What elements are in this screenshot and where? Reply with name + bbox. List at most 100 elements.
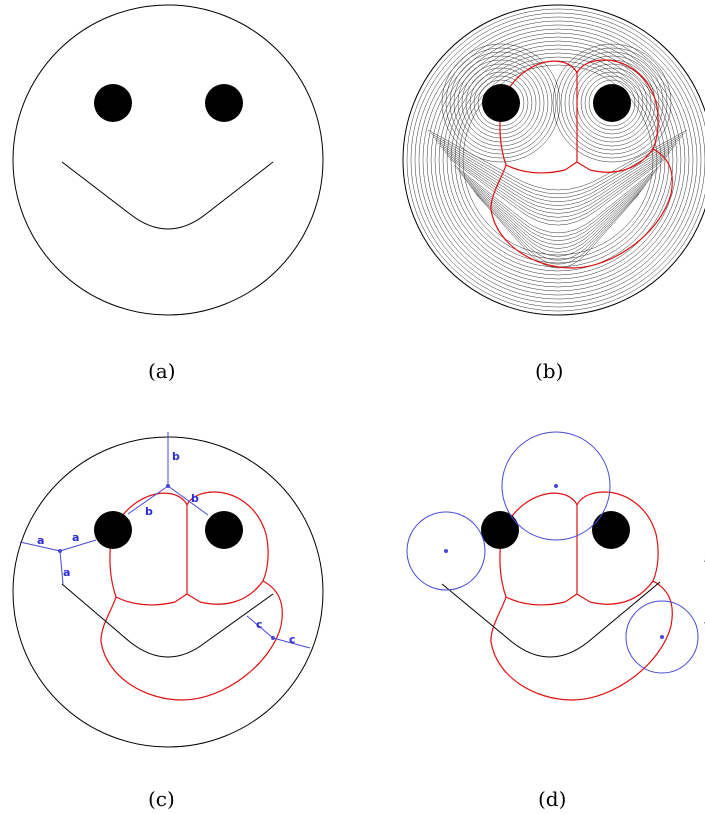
eye-contour bbox=[568, 59, 656, 147]
right-eye bbox=[593, 84, 631, 122]
eye-contour bbox=[552, 43, 672, 163]
panel-a: (a) bbox=[12, 4, 324, 383]
smile-contour-upper bbox=[432, 136, 683, 199]
smile-contour-lower bbox=[463, 177, 652, 249]
smile-contour-upper bbox=[427, 129, 688, 191]
right-eye bbox=[205, 84, 243, 122]
outer-contour bbox=[430, 32, 686, 288]
caption-b: (b) bbox=[535, 359, 563, 383]
maximal-disk-left bbox=[406, 511, 486, 591]
eye-contour bbox=[473, 75, 529, 131]
outer-contour bbox=[418, 20, 698, 300]
outer-contour bbox=[414, 16, 702, 304]
eye-contour bbox=[453, 55, 549, 151]
eye-contour bbox=[445, 47, 557, 159]
left-eye bbox=[482, 84, 520, 122]
label-b-top: b bbox=[172, 450, 180, 463]
smile-contour-upper bbox=[444, 152, 671, 218]
b-line-left bbox=[127, 485, 169, 515]
caption-c: (c) bbox=[148, 787, 175, 811]
segment-labels: b b b a a a c c bbox=[37, 450, 296, 646]
smile-contour-lower bbox=[466, 181, 649, 253]
medial-axis-branches bbox=[115, 504, 264, 606]
smile-curve bbox=[441, 581, 661, 658]
point-a bbox=[58, 549, 62, 553]
eye-contour bbox=[556, 47, 668, 159]
medial-axis-branches bbox=[505, 504, 654, 606]
outer-contour bbox=[426, 28, 690, 292]
maximal-disk-top bbox=[501, 431, 611, 541]
outer-contour bbox=[434, 36, 682, 284]
label-c-in: c bbox=[256, 618, 263, 631]
outer-contour bbox=[442, 44, 674, 276]
smile-contour-upper bbox=[447, 155, 668, 222]
construction-points bbox=[58, 484, 275, 640]
label-b-right: b bbox=[191, 492, 199, 505]
left-eye bbox=[481, 511, 519, 549]
panel-c: b b b a a a c c (c) bbox=[12, 432, 324, 811]
eye-contour bbox=[441, 43, 561, 163]
outer-contour bbox=[446, 48, 670, 272]
a-line-down bbox=[59, 550, 64, 585]
c-line-in bbox=[246, 615, 274, 639]
smile-contour-upper bbox=[435, 139, 680, 202]
smile-contour-upper bbox=[430, 132, 685, 195]
eye-contour bbox=[584, 75, 640, 131]
disk-centers bbox=[444, 484, 664, 639]
label-b-left: b bbox=[145, 505, 153, 518]
maximal-disks bbox=[406, 431, 699, 674]
eye-contour bbox=[572, 63, 652, 143]
caption-d: (d) bbox=[538, 787, 566, 811]
label-a-down: a bbox=[63, 566, 70, 579]
panel-b: (b) bbox=[402, 4, 705, 383]
smile-contour-upper bbox=[442, 148, 673, 214]
smile-contour-upper bbox=[439, 145, 676, 210]
maximal-disk-right bbox=[625, 600, 699, 674]
eye-contour bbox=[588, 79, 636, 127]
panel-d: (d) bbox=[406, 431, 705, 811]
outer-contour bbox=[462, 64, 654, 256]
offset-contours bbox=[406, 8, 705, 312]
eye-contour bbox=[477, 79, 525, 127]
right-eye bbox=[205, 511, 243, 549]
outer-contour bbox=[406, 8, 705, 312]
eye-contour bbox=[564, 55, 660, 151]
smile-curve bbox=[61, 583, 274, 658]
smile-contour-lower bbox=[473, 190, 642, 265]
point-b bbox=[166, 484, 170, 488]
outer-contour bbox=[410, 12, 705, 308]
smile-contour-lower bbox=[468, 184, 647, 257]
eye-contour bbox=[580, 71, 644, 135]
b-line-right bbox=[167, 485, 209, 516]
label-c-out: c bbox=[289, 633, 296, 646]
smile-contour-lower bbox=[471, 187, 644, 261]
caption-a: (a) bbox=[148, 359, 176, 383]
eye-contour bbox=[469, 71, 533, 135]
point-c bbox=[271, 636, 275, 640]
disk-center-top bbox=[554, 484, 558, 488]
smile-contour-lower bbox=[456, 168, 659, 238]
smile-contour-upper bbox=[449, 158, 666, 226]
face-outline bbox=[402, 4, 705, 316]
smile-curve bbox=[61, 161, 274, 230]
outer-contour bbox=[438, 40, 678, 280]
construction-lines bbox=[19, 432, 311, 649]
smile-contour-upper bbox=[437, 142, 678, 206]
eye-contour bbox=[560, 51, 664, 155]
c-line-out bbox=[272, 637, 311, 649]
outer-contour bbox=[422, 24, 694, 296]
disk-center-right bbox=[660, 635, 664, 639]
a-line-eye bbox=[59, 539, 97, 552]
outer-contour bbox=[454, 56, 662, 264]
label-a-eye: a bbox=[72, 531, 79, 544]
smile-contour-lower bbox=[454, 165, 661, 234]
disk-center-left bbox=[444, 549, 448, 553]
left-eye bbox=[94, 84, 132, 122]
a-line-out bbox=[19, 541, 61, 552]
right-eye bbox=[592, 511, 630, 549]
eye-contour bbox=[449, 51, 553, 155]
smile-contour-lower bbox=[459, 171, 656, 241]
left-eye bbox=[94, 511, 132, 549]
label-a-out: a bbox=[37, 534, 44, 547]
